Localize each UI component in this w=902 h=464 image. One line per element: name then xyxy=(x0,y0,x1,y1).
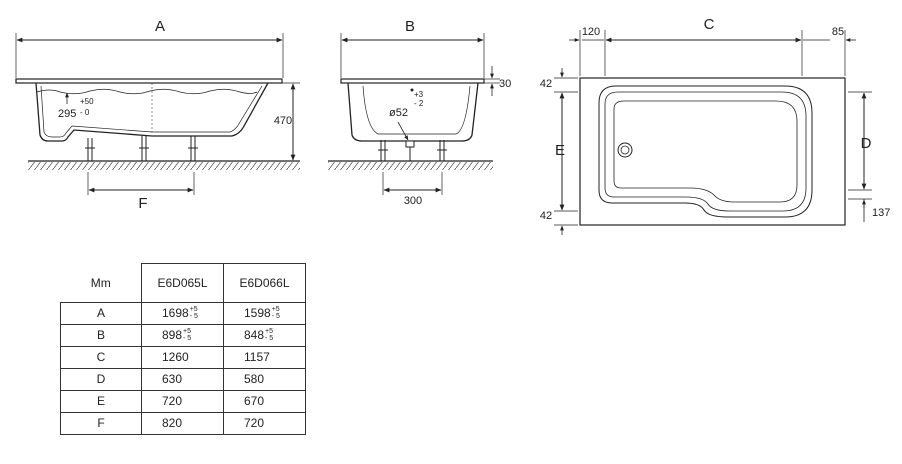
row-value-2: 1157 xyxy=(223,345,306,369)
row-dim: B xyxy=(60,323,142,347)
label-c: C xyxy=(704,16,715,33)
table-header-unit: Mm xyxy=(90,275,111,290)
row-value-1: 898+5- 5 xyxy=(141,323,224,347)
basin-outer xyxy=(598,85,813,218)
tub-outline-top xyxy=(579,77,846,226)
table-row: D 630 580 xyxy=(60,367,306,391)
table-header-model-2: E6D066L xyxy=(223,263,306,302)
table-header-model-1: E6D065L xyxy=(141,263,224,302)
table-row: E 720 670 xyxy=(60,389,306,413)
label-e: E xyxy=(555,142,565,159)
label-a: A xyxy=(155,18,165,35)
label-bottom-margin: 42 xyxy=(540,210,552,222)
row-value-2: 720 xyxy=(223,411,306,435)
label-left-margin: 120 xyxy=(582,26,600,38)
end-rim xyxy=(340,78,485,84)
table-header-row: Mm E6D065L E6D066L xyxy=(61,263,306,302)
label-offset: 137 xyxy=(872,207,890,219)
row-dim: A xyxy=(60,301,142,325)
label-height: 470 xyxy=(274,115,292,127)
row-value-2: 848+5- 5 xyxy=(223,323,306,347)
label-depth-tol-plus: +50 xyxy=(80,97,94,106)
label-b: B xyxy=(405,18,415,35)
tub-body-side xyxy=(35,82,269,142)
row-value-1: 1260 xyxy=(141,345,224,369)
dimensions-table: Mm E6D065L E6D066L A 1698+5- 5 1598+5- 5… xyxy=(60,263,306,435)
label-drain-tol-minus: - 2 xyxy=(414,99,424,108)
row-value-1: 630 xyxy=(141,367,224,391)
label-f: F xyxy=(138,195,147,212)
label-depth: 295 xyxy=(58,108,76,120)
row-value-2: 1598+5- 5 xyxy=(223,301,306,325)
row-value-2: 670 xyxy=(223,389,306,413)
table-row: F 820 720 xyxy=(60,411,306,435)
row-dim: D xyxy=(60,367,142,391)
label-depth-tol-minus: - 0 xyxy=(80,108,90,117)
row-value-2: 580 xyxy=(223,367,306,391)
label-top-margin: 42 xyxy=(540,78,552,90)
end-view xyxy=(328,33,500,195)
tub-rim xyxy=(15,78,283,84)
row-value-1: 820 xyxy=(141,411,224,435)
side-view xyxy=(15,33,300,195)
row-dim: F xyxy=(60,411,142,435)
label-rim: 30 xyxy=(499,78,511,90)
drain-hole xyxy=(617,142,633,158)
row-dim: C xyxy=(60,345,142,369)
row-value-1: 720 xyxy=(141,389,224,413)
label-right-margin: 85 xyxy=(832,26,844,38)
label-drain: ø52 xyxy=(389,107,408,119)
row-dim: E xyxy=(60,389,142,413)
table-row: A 1698+5- 5 1598+5- 5 xyxy=(60,301,306,325)
row-value-1: 1698+5- 5 xyxy=(141,301,224,325)
table-row: C 1260 1157 xyxy=(60,345,306,369)
top-view xyxy=(554,30,872,235)
label-leg-spacing: 300 xyxy=(404,195,422,207)
label-d: D xyxy=(861,135,872,152)
table-row: B 898+5- 5 848+5- 5 xyxy=(60,323,306,347)
label-drain-tol-plus: +3 xyxy=(414,90,424,99)
